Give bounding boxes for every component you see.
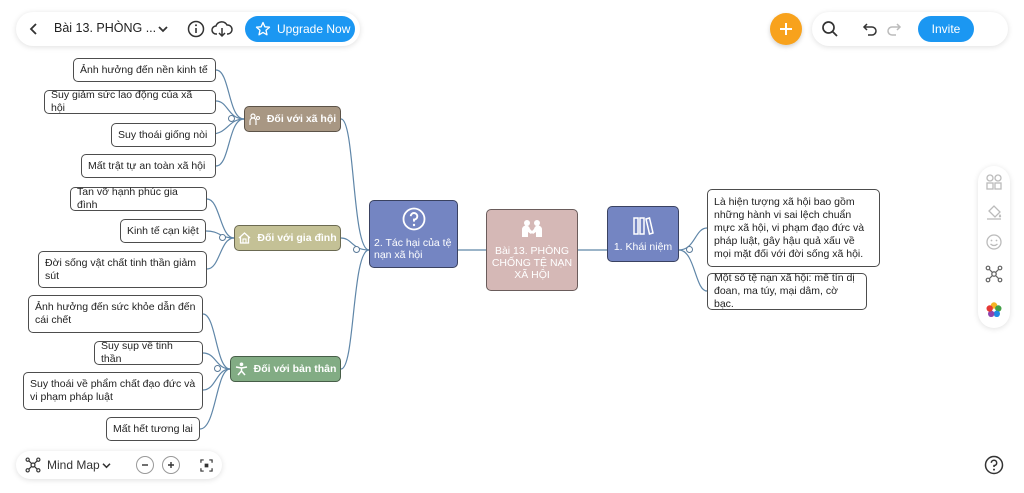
category-society-label: Đối với xã hội — [266, 113, 337, 125]
list-item[interactable]: Suy thoái về phẩm chất đạo đức và vi phạ… — [23, 372, 203, 410]
action-toolbar: Invite — [812, 12, 1008, 46]
concept-definition-item[interactable]: Là hiện tượng xã hội bao gồm những hành … — [707, 189, 880, 267]
collapse-dot[interactable] — [219, 234, 226, 241]
paint-bucket-icon[interactable] — [984, 202, 1004, 222]
list-item[interactable]: Ảnh hưởng đến sức khỏe dẫn đến cái chết — [28, 295, 203, 333]
category-society-node[interactable]: Đối với xã hội — [244, 106, 341, 132]
add-button[interactable] — [770, 13, 802, 45]
mind-map-icon — [24, 456, 42, 474]
collapse-dot[interactable] — [214, 365, 221, 372]
color-palette-icon[interactable] — [984, 300, 1004, 320]
list-item[interactable]: Suy sụp về tinh thần — [94, 340, 203, 365]
view-controls: Mind Map — [16, 451, 222, 479]
plus-icon — [780, 23, 792, 35]
redo-icon[interactable] — [884, 19, 904, 39]
people-icon — [249, 112, 260, 125]
zoom-out-icon[interactable] — [136, 456, 154, 474]
star-icon — [255, 21, 271, 36]
search-icon[interactable] — [820, 19, 840, 39]
invite-button[interactable]: Invite — [918, 16, 974, 42]
books-icon — [633, 216, 654, 235]
structure-icon[interactable] — [984, 264, 1004, 284]
emoji-icon[interactable] — [984, 232, 1004, 252]
list-item[interactable]: Kinh tế cạn kiệt — [120, 219, 206, 243]
list-item[interactable]: Suy giảm sức lao động của xã hội — [44, 89, 216, 114]
central-topic-node[interactable]: Bài 13. PHÒNG CHỐNG TỆ NẠN XÃ HỘI — [486, 209, 578, 291]
list-item[interactable]: Mất trật tự an toàn xã hội — [81, 154, 216, 178]
collapse-dot[interactable] — [353, 246, 360, 253]
document-title[interactable]: Bài 13. PHÒNG ... — [54, 21, 157, 35]
category-family-label: Đối với gia đình — [257, 232, 337, 244]
concept-examples-item[interactable]: Một số tệ nạn xã hội: mê tín dị đoan, ma… — [707, 272, 867, 310]
info-icon[interactable] — [186, 19, 206, 39]
person-icon — [235, 362, 247, 376]
upgrade-now-button[interactable]: Upgrade Now — [245, 16, 355, 42]
view-mode-select[interactable]: Mind Map — [47, 458, 100, 472]
category-family-node[interactable]: Đối với gia đình — [234, 225, 341, 251]
document-toolbar: Bài 13. PHÒNG ... Upgrade Now — [16, 12, 360, 46]
zoom-in-icon[interactable] — [162, 456, 180, 474]
layout-icon[interactable] — [984, 172, 1004, 192]
home-icon — [238, 232, 251, 244]
central-topic-label: Bài 13. PHÒNG CHỐNG TỆ NẠN XÃ HỘI — [491, 245, 573, 281]
list-item[interactable]: Ảnh hưởng đến nền kinh tế — [73, 58, 216, 82]
handshake-icon — [521, 220, 543, 237]
back-chevron-icon[interactable] — [26, 20, 42, 38]
cloud-download-icon[interactable] — [210, 18, 234, 40]
list-item[interactable]: Suy thoái giống nòi — [111, 123, 216, 147]
upgrade-label: Upgrade Now — [277, 22, 351, 36]
list-item[interactable]: Tan vỡ hạnh phúc gia đình — [70, 186, 207, 211]
undo-icon[interactable] — [860, 19, 880, 39]
fit-screen-icon[interactable] — [198, 457, 214, 473]
view-mode-chevron-icon[interactable] — [101, 460, 111, 470]
branch-concept-node[interactable]: 1. Khái niệm — [607, 206, 679, 262]
collapse-dot[interactable] — [228, 115, 235, 122]
category-self-node[interactable]: Đối với bản thân — [230, 356, 341, 382]
help-icon[interactable] — [982, 453, 1006, 477]
branch-harm-label: 2. Tác hại của tệ nạn xã hội — [374, 237, 452, 261]
side-tool-panel — [978, 166, 1010, 328]
branch-harm-node[interactable]: 2. Tác hại của tệ nạn xã hội — [369, 200, 458, 268]
list-item[interactable]: Đời sống vật chất tinh thần giảm sút — [38, 251, 207, 288]
list-item[interactable]: Mất hết tương lai — [106, 417, 200, 441]
category-self-label: Đối với bản thân — [253, 363, 337, 375]
collapse-dot[interactable] — [686, 246, 693, 253]
branch-concept-label: 1. Khái niệm — [613, 240, 673, 253]
question-icon — [402, 207, 425, 231]
chevron-down-icon[interactable] — [156, 21, 170, 37]
